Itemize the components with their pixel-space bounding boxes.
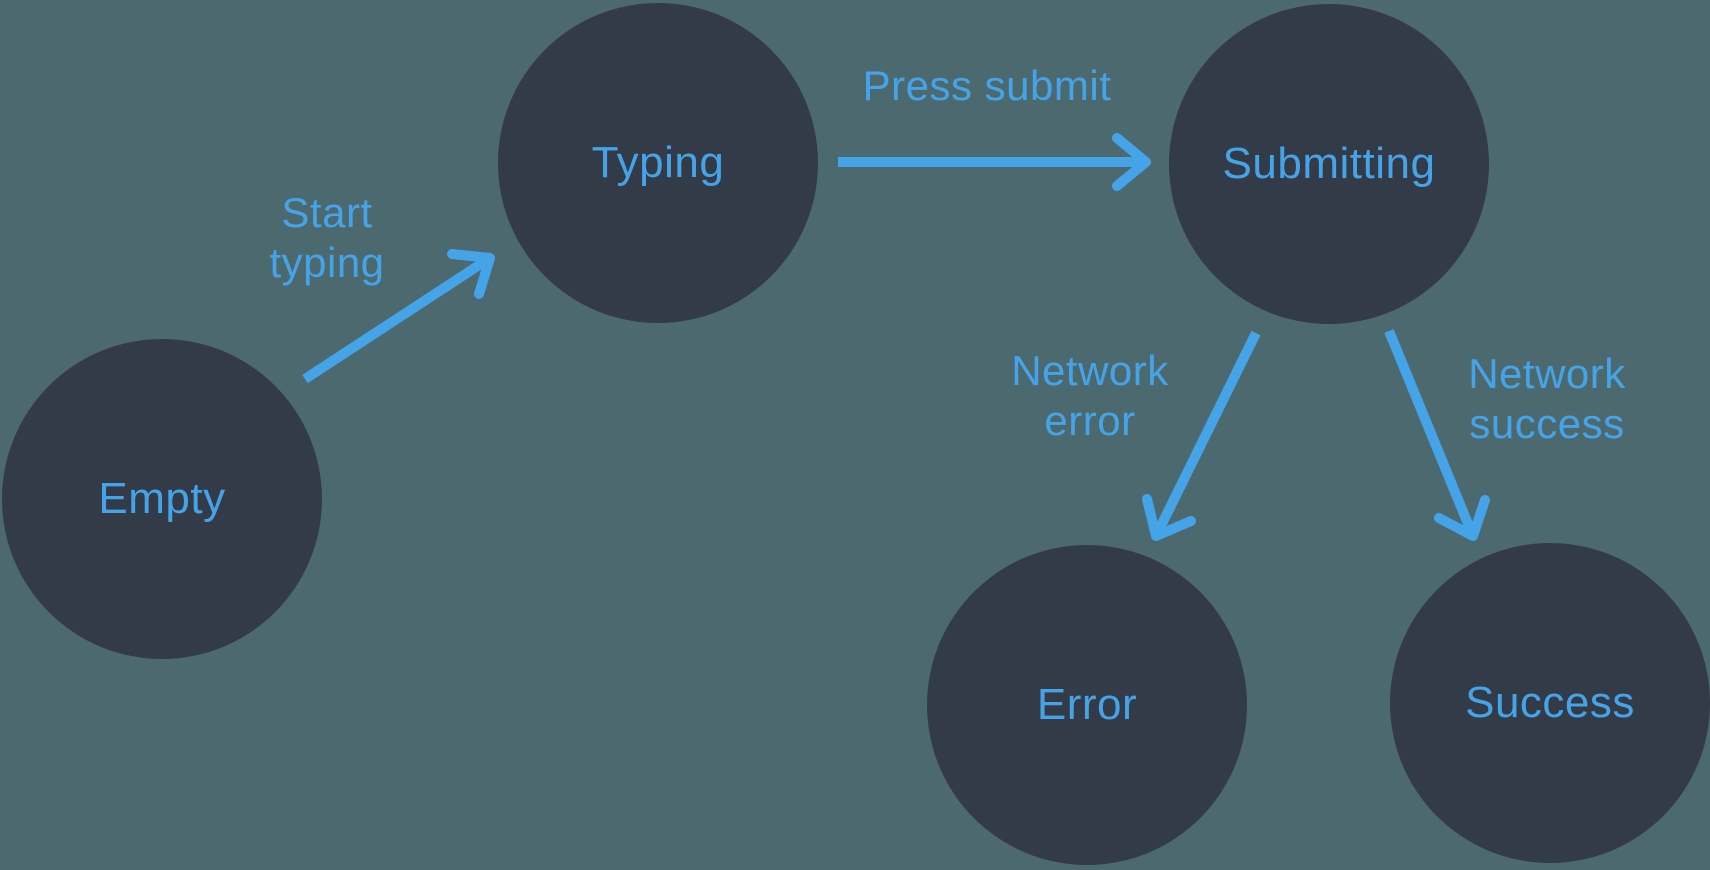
state-node-error: Error (927, 545, 1247, 865)
state-label-error: Error (1036, 680, 1138, 729)
edge-label-network-error: Network error (1011, 346, 1169, 446)
state-label-success: Success (1465, 678, 1635, 727)
edge-label-line: typing (269, 239, 385, 286)
state-node-empty: Empty (2, 339, 322, 659)
arrow-submitting-to-error (1142, 330, 1261, 541)
state-node-success: Success (1390, 543, 1710, 863)
state-label-typing: Typing (591, 138, 725, 187)
state-label-submitting: Submitting (1222, 139, 1436, 188)
edge-label-line: Start (281, 189, 373, 236)
arrow-empty-to-typing (302, 249, 495, 384)
edge-label-line: Press submit (862, 62, 1112, 109)
state-node-typing: Typing (498, 3, 818, 323)
arrow-submitting-to-success (1384, 329, 1490, 541)
arrow-typing-to-submitting (838, 133, 1151, 191)
edge-label-start-typing: Start typing (269, 188, 384, 288)
edge-label-line: success (1469, 400, 1625, 447)
edge-label-line: error (1044, 397, 1136, 444)
edge-label-network-success: Network success (1468, 349, 1626, 449)
edge-label-press-submit: Press submit (863, 61, 1112, 111)
edge-label-line: Network (1011, 347, 1169, 394)
edge-label-line: Network (1468, 350, 1626, 397)
state-node-submitting: Submitting (1169, 4, 1489, 324)
state-label-empty: Empty (98, 474, 226, 523)
